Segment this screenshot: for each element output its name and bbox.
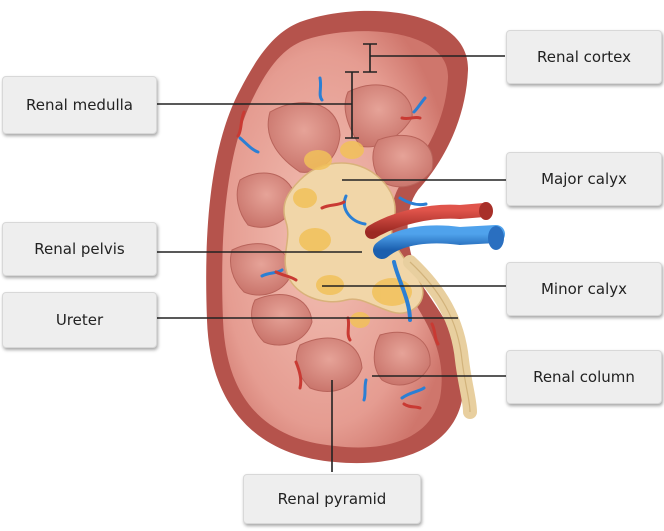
label-renal-column: Renal column [506, 350, 662, 404]
label-renal-pyramid: Renal pyramid [243, 474, 421, 524]
renal-artery [365, 203, 491, 239]
label-renal-pelvis: Renal pelvis [2, 222, 157, 276]
bracket-renal-cortex [363, 43, 377, 73]
label-renal-cortex: Renal cortex [506, 30, 662, 84]
renal-pyramids [230, 84, 434, 392]
renal-pelvis-region [283, 162, 424, 314]
leader-lines [157, 43, 506, 472]
label-renal-medulla: Renal medulla [2, 76, 157, 134]
label-ureter: Ureter [2, 292, 157, 348]
label-minor-calyx: Minor calyx [506, 262, 662, 316]
bracket-renal-medulla [345, 71, 359, 139]
label-major-calyx: Major calyx [506, 152, 662, 206]
interlobar-vessels [236, 76, 440, 410]
renal-vein [373, 225, 505, 259]
